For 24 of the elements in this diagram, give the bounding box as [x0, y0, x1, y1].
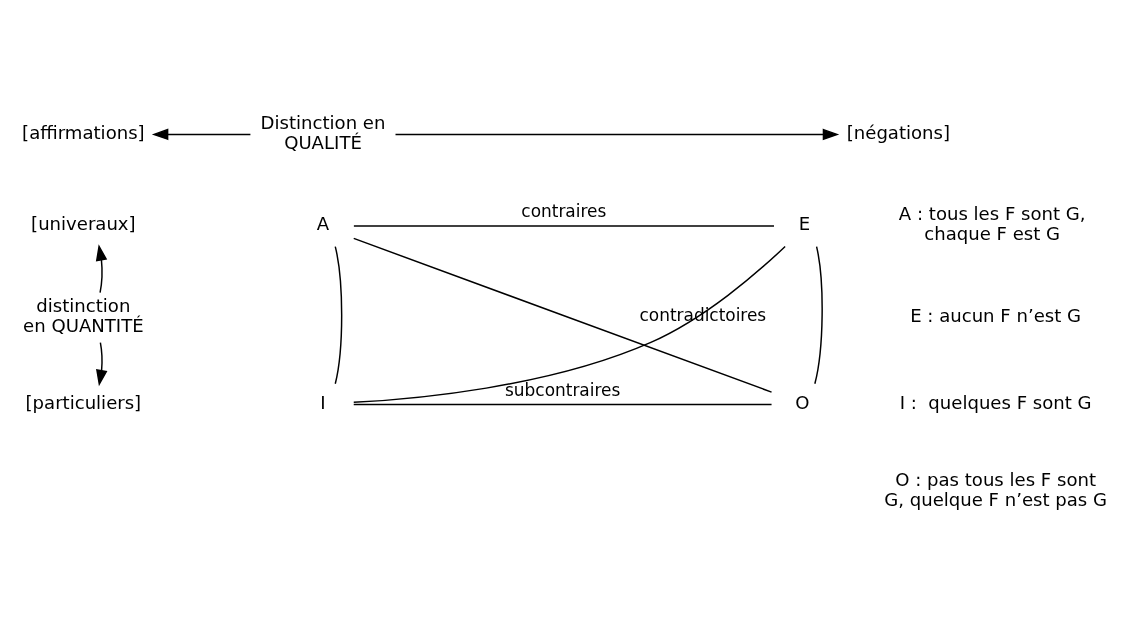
node-text: Distinction en QUALITÉ — [260, 111, 386, 153]
connector — [353, 403, 773, 405]
arrow — [151, 128, 252, 140]
node-text: [univeraux] — [31, 212, 136, 234]
node-text: E — [798, 212, 811, 234]
node-text: [particuliers] — [25, 391, 142, 413]
node-text: A — [316, 212, 330, 234]
label: A : tous les F sont G, chaque F est G — [898, 202, 1086, 244]
node-text: distinction en QUANTITÉ — [23, 294, 144, 336]
connector — [334, 245, 343, 385]
edge-label: contraires — [521, 200, 607, 221]
node-text: O — [795, 391, 810, 413]
label: O : pas tous les F sont G, quelque F n’est pas G — [884, 468, 1108, 510]
node-text: I — [320, 391, 326, 413]
node-text: [négations] — [846, 121, 951, 143]
label: I : quelques F sont G — [899, 391, 1092, 413]
connector — [814, 245, 823, 385]
arrow — [394, 128, 840, 140]
connector — [353, 224, 775, 227]
edge-label: subcontraires — [505, 379, 621, 400]
arrow — [95, 243, 108, 293]
arrow — [96, 341, 108, 386]
label: E : aucun F n’est G — [910, 304, 1082, 326]
node-text: [affirmations] — [22, 121, 145, 143]
